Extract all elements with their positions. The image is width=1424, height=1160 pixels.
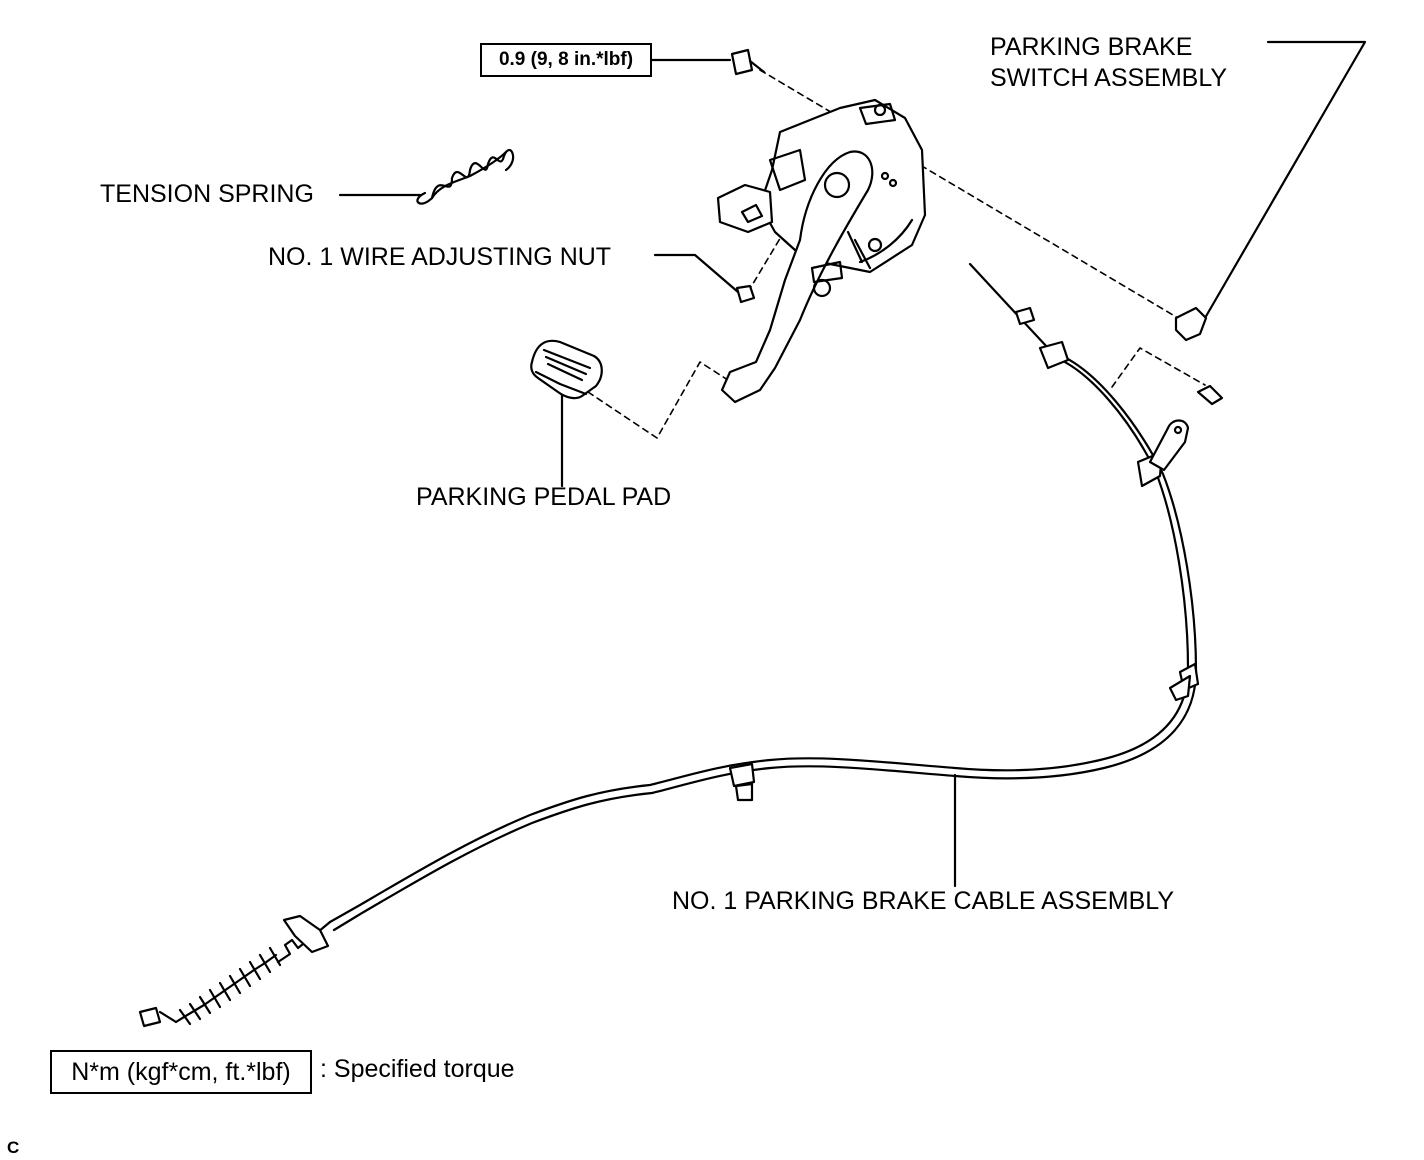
legend-unit-text: N*m (kgf*cm, ft.*lbf) [71, 1057, 291, 1086]
legend-unit-box: N*m (kgf*cm, ft.*lbf) [50, 1050, 312, 1094]
legend-description: : Specified torque [320, 1055, 515, 1083]
pedal-pad-icon [530, 339, 603, 400]
torque-spec-value: 0.9 (9, 8 in.*lbf) [498, 49, 634, 70]
bolt-icon [730, 48, 766, 76]
switch-assembly-label: PARKING BRAKE SWITCH ASSEMBLY [990, 32, 1227, 95]
wire-adjusting-nut-label: NO. 1 WIRE ADJUSTING NUT [268, 243, 612, 271]
tension-spring-label: TENSION SPRING [100, 180, 314, 208]
switch-assembly-label-line1: PARKING BRAKE [990, 33, 1193, 61]
clip-icon [1196, 384, 1224, 406]
wire-adjusting-nut-icon [735, 284, 756, 304]
switch-assembly-label-line2: SWITCH ASSEMBLY [990, 64, 1228, 93]
torque-spec-box: 0.9 (9, 8 in.*lbf) [480, 43, 652, 77]
parking-brake-switch-icon [1174, 306, 1208, 342]
corner-mark: C [7, 1138, 20, 1157]
parking-brake-cable [138, 262, 1200, 1028]
tension-spring-icon [416, 148, 515, 205]
pedal-pad-label: PARKING PEDAL PAD [416, 483, 672, 511]
parking-brake-pedal-assembly [716, 98, 927, 404]
cable-assembly-label: NO. 1 PARKING BRAKE CABLE ASSEMBLY [672, 887, 1175, 915]
leader-lines [338, 40, 1367, 888]
